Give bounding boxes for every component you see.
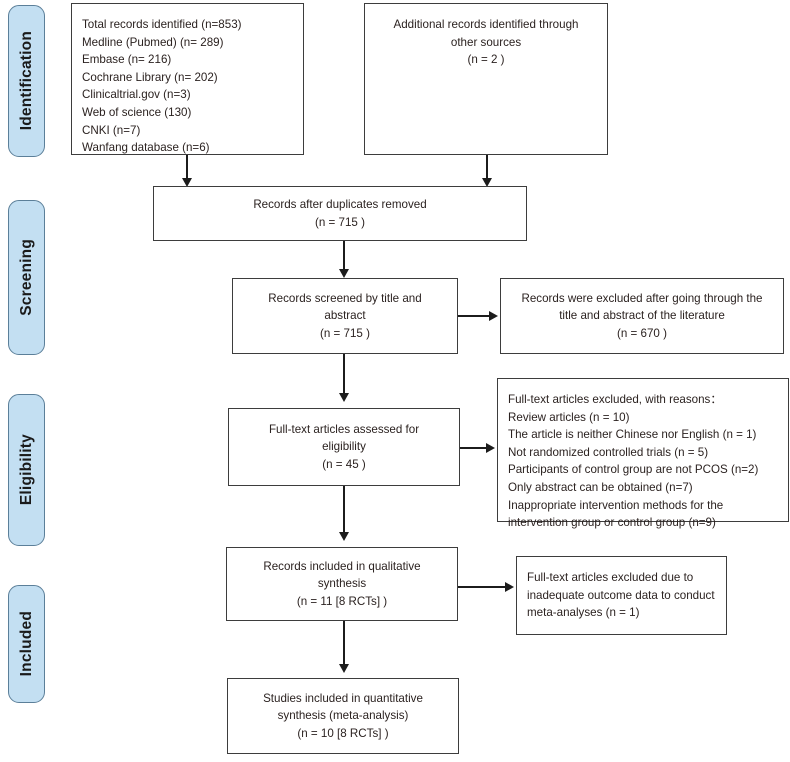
connector-qualitative-to-quantitative (343, 621, 345, 667)
box-qualitative-synthesis-text: Records included in qualitative synthesi… (263, 559, 421, 608)
arrowhead-identified-to-duplicates (182, 178, 192, 187)
box-records-identified: Total records identified (n=853) Medline… (71, 3, 304, 155)
box-fulltext-excluded-reasons: Full-text articles excluded, with reason… (497, 378, 789, 529)
box-quantitative-synthesis-text: Studies included in quantitative synthes… (263, 691, 423, 740)
box-fulltext-excluded-reasons-text: Full-text articles excluded, with reason… (508, 393, 759, 530)
arrowhead-duplicates-to-screened (339, 269, 349, 278)
arrowhead-fulltext-to-excluded (486, 443, 495, 453)
stage-pill-eligibility: Eligibility (8, 394, 45, 546)
arrowhead-screened-to-fulltext (339, 393, 349, 402)
connector-fulltext-to-qualitative (343, 486, 345, 535)
box-fulltext-assessed-text: Full-text articles assessed for eligibil… (268, 422, 420, 471)
connector-qualitative-to-excluded (458, 586, 507, 588)
stage-label-eligibility: Eligibility (17, 434, 35, 506)
stage-label-identification: Identification (17, 31, 35, 131)
box-records-screened: Records screened by title and abstract (… (232, 278, 458, 354)
connector-duplicates-to-screened (343, 241, 345, 272)
box-excluded-inadequate-data-text: Full-text articles excluded due to inade… (527, 571, 715, 620)
stage-label-included: Included (17, 611, 35, 677)
arrowhead-screened-to-excluded (489, 311, 498, 321)
box-records-excluded-screening-text: Records were excluded after going throug… (521, 291, 763, 340)
connector-identified-to-duplicates (186, 155, 188, 181)
box-additional-records-text: Additional records identified through ot… (393, 18, 579, 67)
box-quantitative-synthesis: Studies included in quantitative synthes… (227, 678, 459, 754)
box-fulltext-assessed: Full-text articles assessed for eligibil… (228, 408, 460, 486)
box-additional-records: Additional records identified through ot… (364, 3, 608, 155)
stage-pill-identification: Identification (8, 5, 45, 157)
arrowhead-qualitative-to-excluded (505, 582, 514, 592)
arrowhead-fulltext-to-qualitative (339, 532, 349, 541)
box-qualitative-synthesis: Records included in qualitative synthesi… (226, 547, 458, 621)
arrowhead-additional-to-duplicates (482, 178, 492, 187)
stage-label-screening: Screening (17, 239, 35, 316)
box-duplicates-removed-text: Records after duplicates removed (n = 71… (253, 197, 427, 229)
box-records-identified-text: Total records identified (n=853) Medline… (82, 18, 242, 155)
arrowhead-qualitative-to-quantitative (339, 664, 349, 673)
connector-additional-to-duplicates (486, 155, 488, 181)
connector-fulltext-to-excluded (460, 447, 488, 449)
box-excluded-inadequate-data: Full-text articles excluded due to inade… (516, 556, 727, 635)
connector-screened-to-excluded (458, 315, 491, 317)
stage-pill-included: Included (8, 585, 45, 703)
box-duplicates-removed: Records after duplicates removed (n = 71… (153, 186, 527, 241)
box-records-screened-text: Records screened by title and abstract (… (268, 291, 422, 340)
stage-pill-screening: Screening (8, 200, 45, 355)
box-records-excluded-screening: Records were excluded after going throug… (500, 278, 784, 354)
connector-screened-to-fulltext (343, 354, 345, 396)
